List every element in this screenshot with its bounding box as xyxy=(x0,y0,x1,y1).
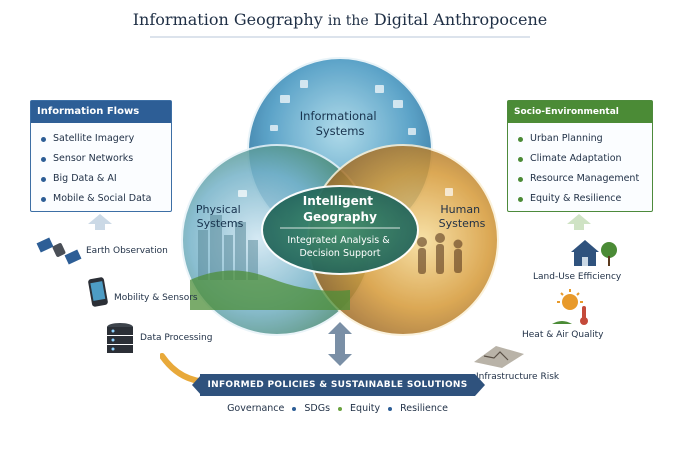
list-item: Urban Planning xyxy=(518,129,652,149)
item-label: Satellite Imagery xyxy=(53,133,135,144)
item-label: Big Data & AI xyxy=(53,173,117,184)
earth-observation-label: Earth Observation xyxy=(86,246,168,256)
bottom-values-row: Governance SDGs Equity Resilience xyxy=(200,403,475,414)
item-label: Sensor Networks xyxy=(53,153,134,164)
human-label-2: Systems xyxy=(439,217,486,230)
venn-diagram: Informational Systems Physical Systems H… xyxy=(181,57,499,366)
bullet-icon xyxy=(41,176,46,182)
sdgs-label: SDGs xyxy=(304,403,331,414)
list-item: Mobile & Social Data xyxy=(41,189,171,209)
physical-label-2: Systems xyxy=(197,217,244,230)
resilience-label: Resilience xyxy=(400,403,448,414)
page-title: Information Geography in the Digital Ant… xyxy=(0,10,680,29)
right-up-arrow-icon xyxy=(567,214,591,230)
separator-dot-icon xyxy=(338,406,343,411)
svg-text:Human Systems: Human Systems xyxy=(439,203,486,230)
human-label-1: Human xyxy=(440,203,480,216)
city-skyline-icon xyxy=(198,215,258,280)
information-flows-panel: Information Flows Satellite Imagery Sens… xyxy=(30,100,172,212)
item-label: Equity & Resilience xyxy=(530,193,622,204)
heat-air-quality-label: Heat & Air Quality xyxy=(522,330,604,340)
separator-dot-icon xyxy=(388,406,393,411)
bullet-icon xyxy=(41,196,46,202)
title-part-b: in the xyxy=(327,13,369,29)
bullet-icon xyxy=(518,176,523,182)
item-label: Mobile & Social Data xyxy=(53,193,152,204)
bullet-icon xyxy=(518,136,523,142)
satellite-icon xyxy=(36,237,82,265)
list-item: Climate Adaptation xyxy=(518,149,652,169)
bullet-icon xyxy=(518,156,523,162)
bullet-icon xyxy=(518,196,523,202)
svg-text:Informational Systems: Informational Systems xyxy=(300,109,380,138)
svg-text:Physical Systems: Physical Systems xyxy=(196,203,244,230)
center-title-1: Intelligent xyxy=(303,194,373,208)
center-sub-1: Integrated Analysis & xyxy=(287,235,390,246)
left-up-arrow-icon xyxy=(88,214,112,230)
cracked-ground-icon xyxy=(474,346,524,368)
governance-label: Governance xyxy=(227,403,285,414)
policies-banner: INFORMED POLICIES & SUSTAINABLE SOLUTION… xyxy=(200,374,475,396)
data-processing-label: Data Processing xyxy=(140,333,213,343)
banner-arrow-right-icon xyxy=(475,374,485,396)
mobility-sensors-label: Mobility & Sensors xyxy=(114,293,198,303)
list-item: Resource Management xyxy=(518,169,652,189)
svg-text:Integrated Analysis & Deci: Integrated Analysis & Decision Support xyxy=(287,235,392,259)
house-trees-icon xyxy=(571,240,617,266)
informational-label-2: Systems xyxy=(316,124,365,138)
database-icon xyxy=(107,323,133,353)
separator-dot-icon xyxy=(292,406,297,411)
sun-thermometer-icon xyxy=(552,289,588,325)
bullet-icon xyxy=(41,136,46,142)
item-label: Climate Adaptation xyxy=(530,153,622,164)
intelligent-geography-core xyxy=(261,185,419,275)
landscape-trees-icon xyxy=(190,270,350,310)
center-title-2: Geography xyxy=(303,210,377,224)
title-part-a: Information Geography xyxy=(132,10,323,29)
physical-label-1: Physical xyxy=(196,203,241,216)
data-tiles-icon xyxy=(238,80,453,197)
title-underline xyxy=(150,36,530,38)
people-walking-icon xyxy=(417,233,463,274)
smartphone-icon xyxy=(88,277,108,307)
list-item: Equity & Resilience xyxy=(518,189,652,209)
item-label: Resource Management xyxy=(530,173,640,184)
up-down-arrow-icon xyxy=(328,322,352,366)
list-item: Sensor Networks xyxy=(41,149,171,169)
banner-arrow-left-icon xyxy=(192,374,202,396)
list-item: Satellite Imagery xyxy=(41,129,171,149)
land-use-efficiency-label: Land-Use Efficiency xyxy=(533,272,622,282)
outcomes-header: Socio-Environmental Outcomes xyxy=(508,101,652,139)
informational-label-1: Informational xyxy=(300,109,377,123)
infrastructure-risk-label: Infrastructure Risk xyxy=(476,372,560,382)
center-sub-2: Decision Support xyxy=(299,248,380,259)
information-flows-header: Information Flows xyxy=(31,101,171,123)
item-label: Urban Planning xyxy=(530,133,603,144)
list-item: Big Data & AI xyxy=(41,169,171,189)
equity-label: Equity xyxy=(350,403,381,414)
bullet-icon xyxy=(41,156,46,162)
svg-text:Intelligent Geography: Intelligent Geography xyxy=(303,194,377,224)
title-part-c: Digital Anthropocene xyxy=(373,10,548,29)
outcomes-panel: Socio-Environmental Outcomes Urban Plann… xyxy=(507,100,653,212)
